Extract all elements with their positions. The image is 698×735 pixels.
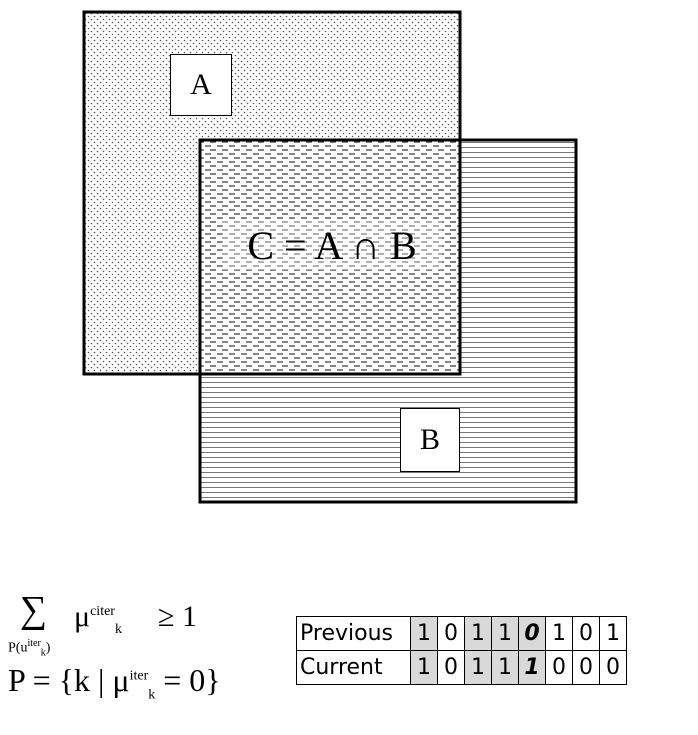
sum-lower-main: P(u: [8, 640, 28, 656]
bit-cell: 1: [410, 650, 438, 685]
bit-cell: 0: [518, 616, 546, 651]
set-prefix: P = {k | μ: [8, 662, 130, 698]
bit-cell: 0: [572, 650, 600, 685]
intersection-label: C = A ∩ B: [222, 220, 442, 270]
region-a-label: A: [170, 54, 232, 116]
region-intersection: [200, 140, 460, 374]
set-formula: P = {k | μiter k = 0}: [8, 662, 221, 703]
bit-cell: 0: [572, 616, 600, 651]
sum-lower-close: ): [45, 640, 51, 656]
bit-cell: 0: [599, 650, 627, 685]
sum-lower-sub: k: [40, 647, 46, 659]
bit-cell: 1: [464, 650, 492, 685]
sum-term-sub: k: [114, 622, 122, 637]
sum-formula: ∑ P(uiterk) μciterk ≥ 1: [8, 590, 248, 672]
sum-term-base: μ: [74, 600, 91, 633]
bit-cell: 1: [491, 616, 519, 651]
set-sub: k: [148, 687, 156, 703]
bit-cell: 1: [599, 616, 627, 651]
region-a-border: [82, 10, 462, 376]
set-sup: iter: [129, 668, 149, 684]
sum-sign: ∑: [20, 589, 48, 631]
region-b-border: [198, 138, 578, 504]
bit-cell: 0: [437, 650, 465, 685]
sum-lower-sup: iter: [27, 638, 41, 649]
region-b-label: B: [400, 408, 460, 472]
bit-cell: 1: [518, 650, 546, 685]
set-suffix: = 0}: [155, 662, 221, 698]
row-label: Current: [296, 650, 411, 685]
bit-cell: 0: [545, 650, 573, 685]
row-label: Previous: [296, 616, 411, 651]
bit-cell: 1: [491, 650, 519, 685]
sum-relation: ≥ 1: [158, 600, 197, 633]
bit-cell: 0: [437, 616, 465, 651]
sum-term-sup: citer: [90, 604, 115, 619]
bit-cell: 1: [410, 616, 438, 651]
sum-lower-index: P(uiterk): [8, 638, 50, 658]
bit-cell: 1: [545, 616, 573, 651]
sum-term: μciter k: [74, 600, 122, 638]
bit-cell: 1: [464, 616, 492, 651]
